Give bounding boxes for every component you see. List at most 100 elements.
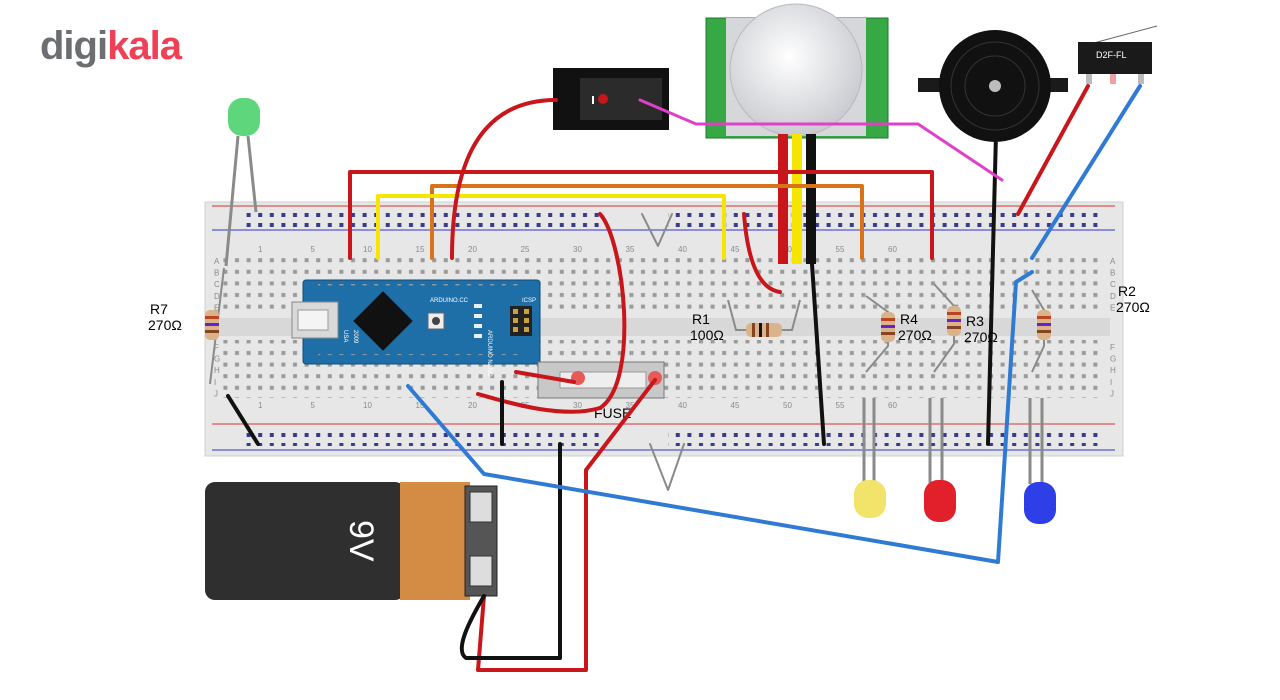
bottom-power-rail (212, 423, 1115, 451)
column-number: 35 (626, 401, 635, 410)
column-number: 1 (258, 245, 263, 254)
column-number: 1 (258, 401, 263, 410)
r3-name: R3 (966, 313, 984, 329)
column-number: 45 (731, 401, 740, 410)
fuse-label: FUSE (594, 405, 631, 421)
wire-black-gnd (226, 394, 260, 446)
r7-value: 270Ω (148, 317, 182, 333)
column-number: 55 (836, 245, 845, 254)
column-number: 5 (311, 401, 316, 410)
battery-9v: 9V (205, 482, 498, 600)
column-number: 15 (416, 401, 425, 410)
led-red (924, 398, 956, 522)
r1-name: R1 (692, 311, 710, 327)
row-letter: E (214, 303, 219, 312)
row-letter: I (1110, 378, 1112, 387)
component-labels: R7 270Ω R1 100Ω R4 270Ω R3 270Ω R2 270Ω (148, 283, 1150, 345)
column-number: 15 (416, 245, 425, 254)
wire-red-pir (742, 212, 782, 294)
row-letter: I (214, 378, 216, 387)
row-letter: C (1110, 280, 1116, 289)
pir-wire-yellow (792, 134, 802, 264)
battery-label: 9V (342, 520, 380, 562)
limit-switch-d2f: D2F-FL (1078, 25, 1158, 84)
column-number: 55 (836, 401, 845, 410)
arduino-model: ARDUINO NANO (486, 330, 492, 377)
row-letter: C (214, 280, 220, 289)
logo-part-kala: kala (107, 24, 182, 68)
row-letter: D (214, 292, 220, 301)
column-number: 20 (468, 245, 477, 254)
wire-magenta (638, 98, 1004, 182)
rocker-switch (553, 68, 669, 130)
r2-value: 270Ω (1116, 299, 1150, 315)
column-number: 40 (678, 245, 687, 254)
r7-name: R7 (150, 301, 168, 317)
wire-black-battery (459, 442, 562, 660)
resistor-r7 (205, 267, 225, 385)
wires (226, 84, 1142, 672)
row-letter: J (1110, 389, 1114, 398)
wire-orange (430, 184, 864, 260)
column-number: 20 (468, 401, 477, 410)
led-green (224, 98, 260, 267)
resistor-r3 (933, 283, 961, 373)
wire-black-buzzer (986, 132, 998, 446)
wire-red-fuse (476, 212, 627, 414)
microcontroller-chip (353, 291, 413, 351)
wire-blue-limit (1030, 84, 1142, 260)
pir-sensor (705, 3, 889, 264)
column-number: 35 (626, 245, 635, 254)
r1-value: 100Ω (690, 327, 724, 343)
row-letter: H (214, 366, 220, 375)
wire-red-switch (450, 98, 558, 260)
limit-switch-label: D2F-FL (1096, 50, 1127, 60)
column-number: 50 (783, 401, 792, 410)
row-letter: J (214, 389, 218, 398)
arduino-pins (318, 284, 523, 360)
column-number: 10 (363, 401, 372, 410)
r4-name: R4 (900, 311, 918, 327)
resistor-r2 (1031, 289, 1051, 373)
row-letter: G (1110, 355, 1116, 364)
wire-gray-v1 (641, 213, 673, 247)
column-number: 30 (573, 401, 582, 410)
arduino-brand: ARDUINO.CC (430, 298, 469, 304)
wire-blue-main (406, 270, 1034, 564)
row-letter: A (214, 257, 220, 266)
logo-part-digi: digi (40, 24, 108, 68)
digikala-logo: digikala (40, 24, 182, 68)
column-number: 40 (678, 401, 687, 410)
column-number: 30 (573, 245, 582, 254)
arduino-year: 2009 (352, 330, 358, 344)
arduino-icsp: ICSP (522, 298, 536, 304)
row-letter: F (214, 343, 219, 352)
column-number: 45 (731, 245, 740, 254)
r2-name: R2 (1118, 283, 1136, 299)
column-number: 60 (888, 401, 897, 410)
resistor-r4 (865, 295, 895, 373)
wire-red-limit (1016, 84, 1090, 216)
wire-yellow (376, 194, 726, 260)
column-number: 60 (888, 245, 897, 254)
row-letter: A (1110, 257, 1116, 266)
pir-wire-red (778, 134, 788, 264)
row-letter: E (1110, 303, 1115, 312)
wire-black-pir (810, 262, 826, 446)
wire-red-battery (476, 378, 657, 672)
column-number: 25 (521, 245, 530, 254)
row-letter: B (214, 269, 219, 278)
row-letter: D (1110, 292, 1116, 301)
column-number: 5 (311, 245, 316, 254)
row-letter: F (1110, 343, 1115, 352)
buzzer (918, 30, 1068, 142)
wire-gray-v2 (649, 443, 685, 491)
wire-red-fuse-short (514, 370, 576, 384)
arduino-usa: USA (342, 330, 348, 342)
pir-wire-black (806, 134, 816, 264)
fuse: FUSE (537, 361, 665, 421)
led-blue (1024, 398, 1056, 524)
led-yellow (854, 398, 886, 518)
resistor-r1 (727, 299, 801, 337)
